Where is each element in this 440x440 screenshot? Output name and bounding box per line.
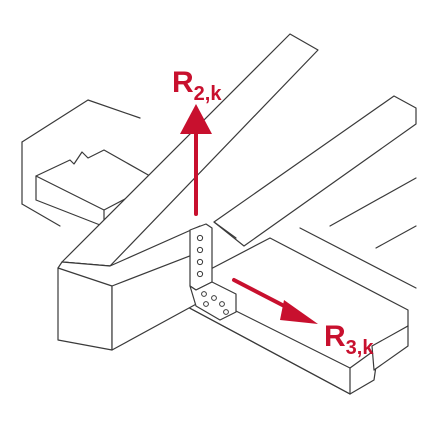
label-r2k: R2,k (172, 66, 222, 105)
far-rafter (213, 95, 417, 247)
force-arrow-r2k (180, 104, 212, 216)
right-joist (299, 177, 417, 289)
angle-connector (189, 223, 237, 321)
front-block (57, 225, 201, 351)
force-arrow-r3k (232, 278, 318, 324)
left-joist (21, 99, 141, 227)
label-r3k: R3,k (324, 320, 374, 359)
